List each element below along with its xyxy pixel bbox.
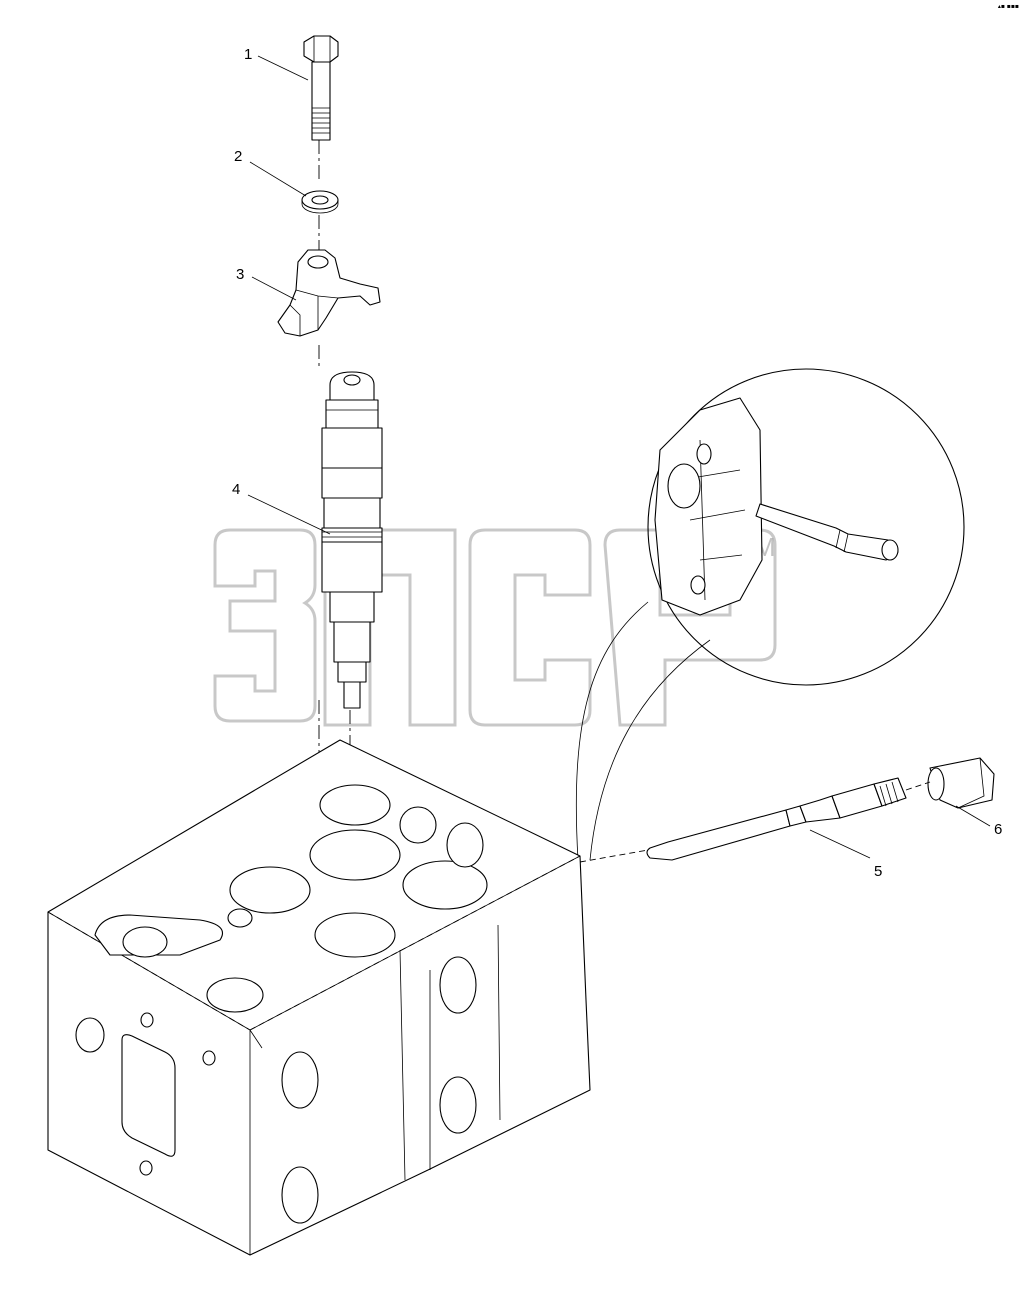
injector-part	[321, 371, 383, 709]
detail-leader-right	[589, 639, 711, 861]
callout-2: 2	[234, 148, 242, 165]
callout-1: 1	[244, 46, 252, 63]
callout-5: 5	[874, 863, 882, 880]
callout-leaders	[247, 55, 991, 859]
corner-mark: ▴▪ ▪▪▪	[997, 3, 1019, 10]
tube-axis	[579, 781, 931, 863]
callout-3: 3	[236, 266, 244, 283]
detail-leader-left	[575, 601, 649, 861]
callout-6: 6	[994, 821, 1002, 838]
washer-part	[301, 190, 339, 214]
callout-4: 4	[232, 481, 240, 498]
detail-view	[647, 368, 965, 686]
nut-part	[927, 757, 995, 809]
cylinder-head-part	[47, 739, 591, 1256]
clamp-part	[277, 249, 381, 337]
connector-tube-part	[646, 777, 907, 861]
bolt-part	[303, 35, 339, 141]
